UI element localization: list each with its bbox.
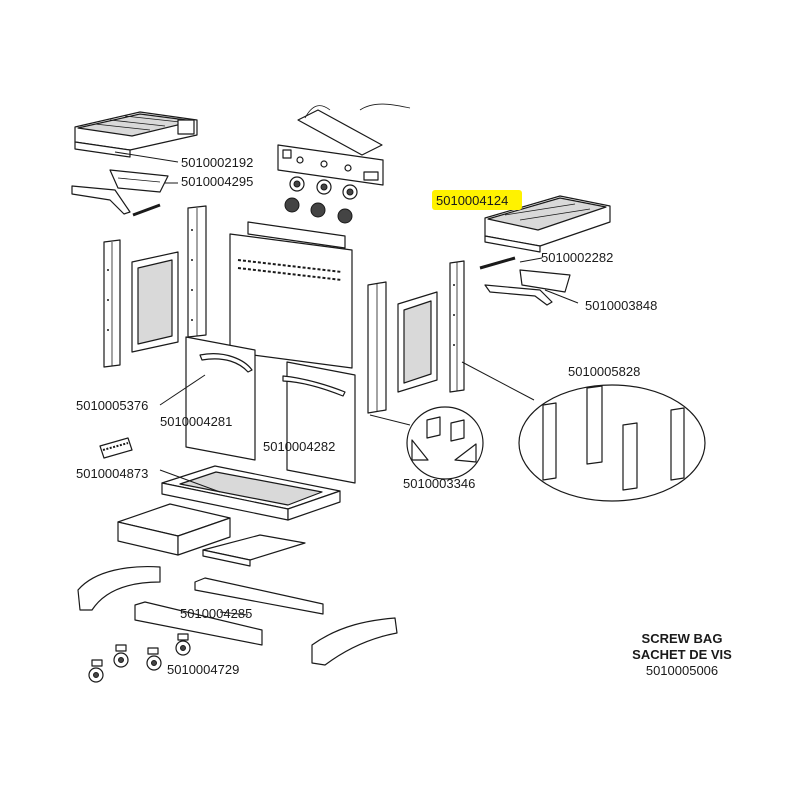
label-5010004285: 5010004285 (180, 606, 252, 621)
back-panel (229, 221, 353, 369)
brackets-detail-circle (406, 406, 484, 480)
caster (175, 633, 191, 656)
bumper-left (77, 566, 161, 611)
control-knobs (284, 176, 358, 224)
door-left (185, 336, 256, 461)
bottom-drawer (117, 503, 231, 556)
screw-bag-title-fr: SACHET DE VIS (632, 647, 732, 662)
label-5010004295: 5010004295 (181, 174, 253, 189)
screw-bag-title: SCREW BAG (642, 631, 723, 646)
casters (88, 633, 191, 683)
screw-bag-note: SCREW BAG SACHET DE VIS 5010005006 (632, 631, 732, 678)
cart-leg-right (449, 260, 465, 393)
screw-bag-part-number: 5010005006 (646, 663, 718, 678)
caster (146, 647, 162, 671)
drawer-handle-part (99, 437, 133, 459)
leader-lines (114, 151, 579, 616)
bottom-frame (161, 465, 341, 521)
side-panel-right (397, 291, 438, 393)
back-panel-vents (237, 259, 343, 281)
door-right (282, 361, 356, 484)
caster (88, 659, 104, 683)
bottom-shelf (202, 534, 306, 567)
side-shelf-right (484, 195, 611, 253)
cart-leg-front-left (103, 239, 121, 368)
label-5010005376: 5010005376 (76, 398, 148, 413)
label-5010004873: 5010004873 (76, 466, 148, 481)
shelf-bracket-right (484, 269, 571, 306)
bumper-right (311, 617, 398, 666)
label-highlight (432, 190, 522, 210)
label-5010002282: 5010002282 (541, 250, 613, 265)
side-shelf-left (74, 111, 198, 158)
legs-detail-ellipse (518, 384, 706, 502)
label-5010004281: 5010004281 (160, 414, 232, 429)
cart-leg-rear-left (187, 205, 207, 338)
base-rail-front (134, 601, 263, 646)
caster (113, 644, 129, 668)
label-5010002192: 5010002192 (181, 155, 253, 170)
label-5010004282: 5010004282 (263, 439, 335, 454)
side-panel-left (131, 251, 179, 353)
base-rail-rear (194, 577, 324, 615)
label-5010003848: 5010003848 (585, 298, 657, 313)
control-panel (277, 103, 411, 186)
label-5010003346: 5010003346 (403, 476, 475, 491)
label-5010004729: 5010004729 (167, 662, 239, 677)
center-post (367, 281, 387, 414)
leader-legs (461, 361, 535, 401)
leader-brackets (369, 414, 411, 426)
part-labels: 5010002192 5010004295 5010004124 5010002… (76, 155, 657, 677)
label-5010005828: 5010005828 (568, 364, 640, 379)
shelf-bracket-left (71, 169, 169, 215)
label-5010004124: 5010004124 (436, 193, 508, 208)
